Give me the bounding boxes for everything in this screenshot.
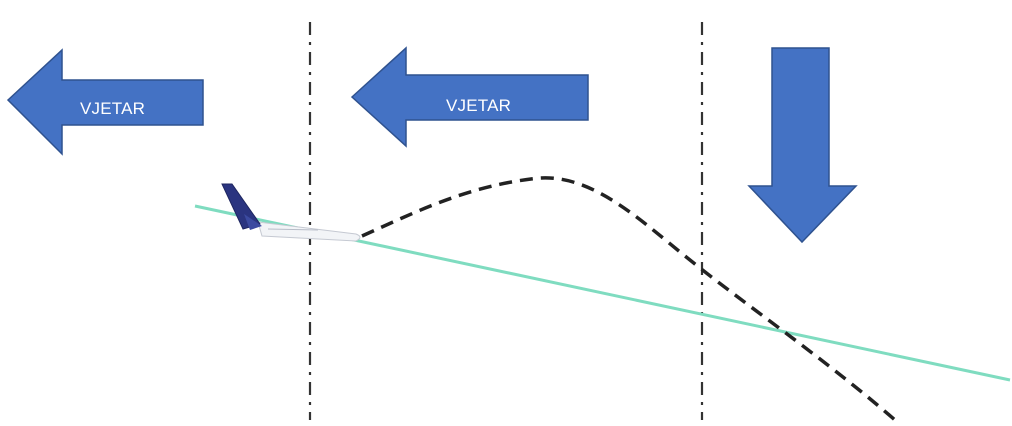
- wind-arrow-center: [350, 46, 589, 148]
- wind-arrow-center-label: VJETAR: [446, 96, 512, 115]
- wind-arrow-down: [747, 47, 858, 244]
- flight-path-dashed: [361, 176, 897, 422]
- wind-arrow-left-label: VJETAR: [80, 99, 146, 118]
- wind-arrow-left: [6, 48, 204, 156]
- aircraft-icon: [221, 183, 361, 242]
